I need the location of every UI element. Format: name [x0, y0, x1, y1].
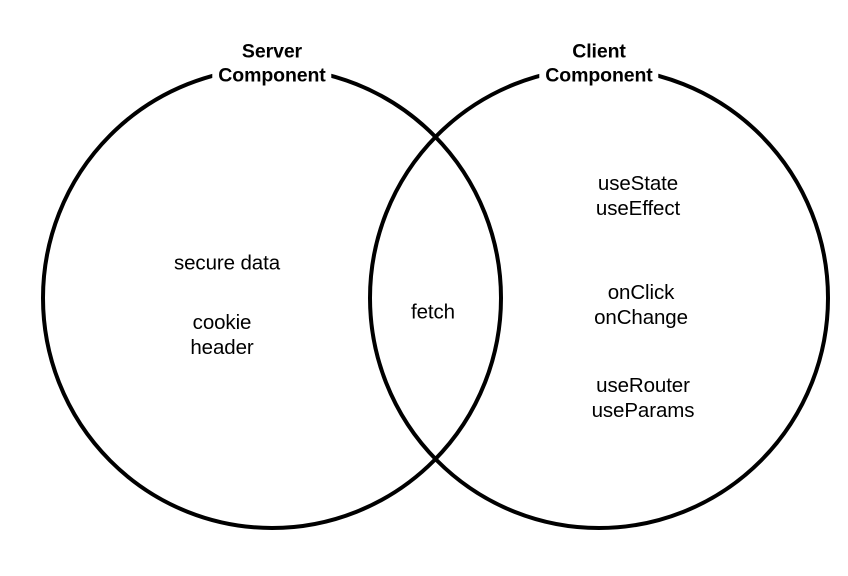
right-set-title-line-1: Client [572, 40, 626, 63]
right-set-item: useRouter useParams [592, 373, 695, 423]
right-set-title: Client Component [539, 39, 659, 91]
left-set-item-line: cookie [192, 311, 252, 334]
left-set-title-line-1: Server [241, 40, 303, 63]
right-set-item: onClick onChange [594, 280, 688, 330]
left-set-title-line-2: Component [218, 64, 326, 87]
left-set-item-line: secure data [173, 251, 281, 275]
intersection-item: fetch [411, 300, 455, 325]
left-set-item: cookie header [190, 310, 253, 360]
right-set-item-line: useState [597, 172, 679, 195]
intersection-item-line: fetch [411, 300, 455, 324]
right-set-item-line: useEffect [595, 197, 681, 220]
left-set-item-line: header [190, 336, 254, 359]
left-set-item: secure data [174, 251, 280, 276]
right-set-item-line: onClick [607, 281, 675, 304]
right-set-item-line: useRouter [596, 374, 690, 397]
right-set-item-line: onChange [594, 306, 688, 329]
left-set-circle [41, 66, 503, 530]
right-set-item: useState useEffect [596, 171, 680, 221]
right-set-title-line-2: Component [545, 64, 653, 87]
right-set-item-line: useParams [591, 399, 695, 422]
left-set-title: Server Component [212, 39, 332, 91]
